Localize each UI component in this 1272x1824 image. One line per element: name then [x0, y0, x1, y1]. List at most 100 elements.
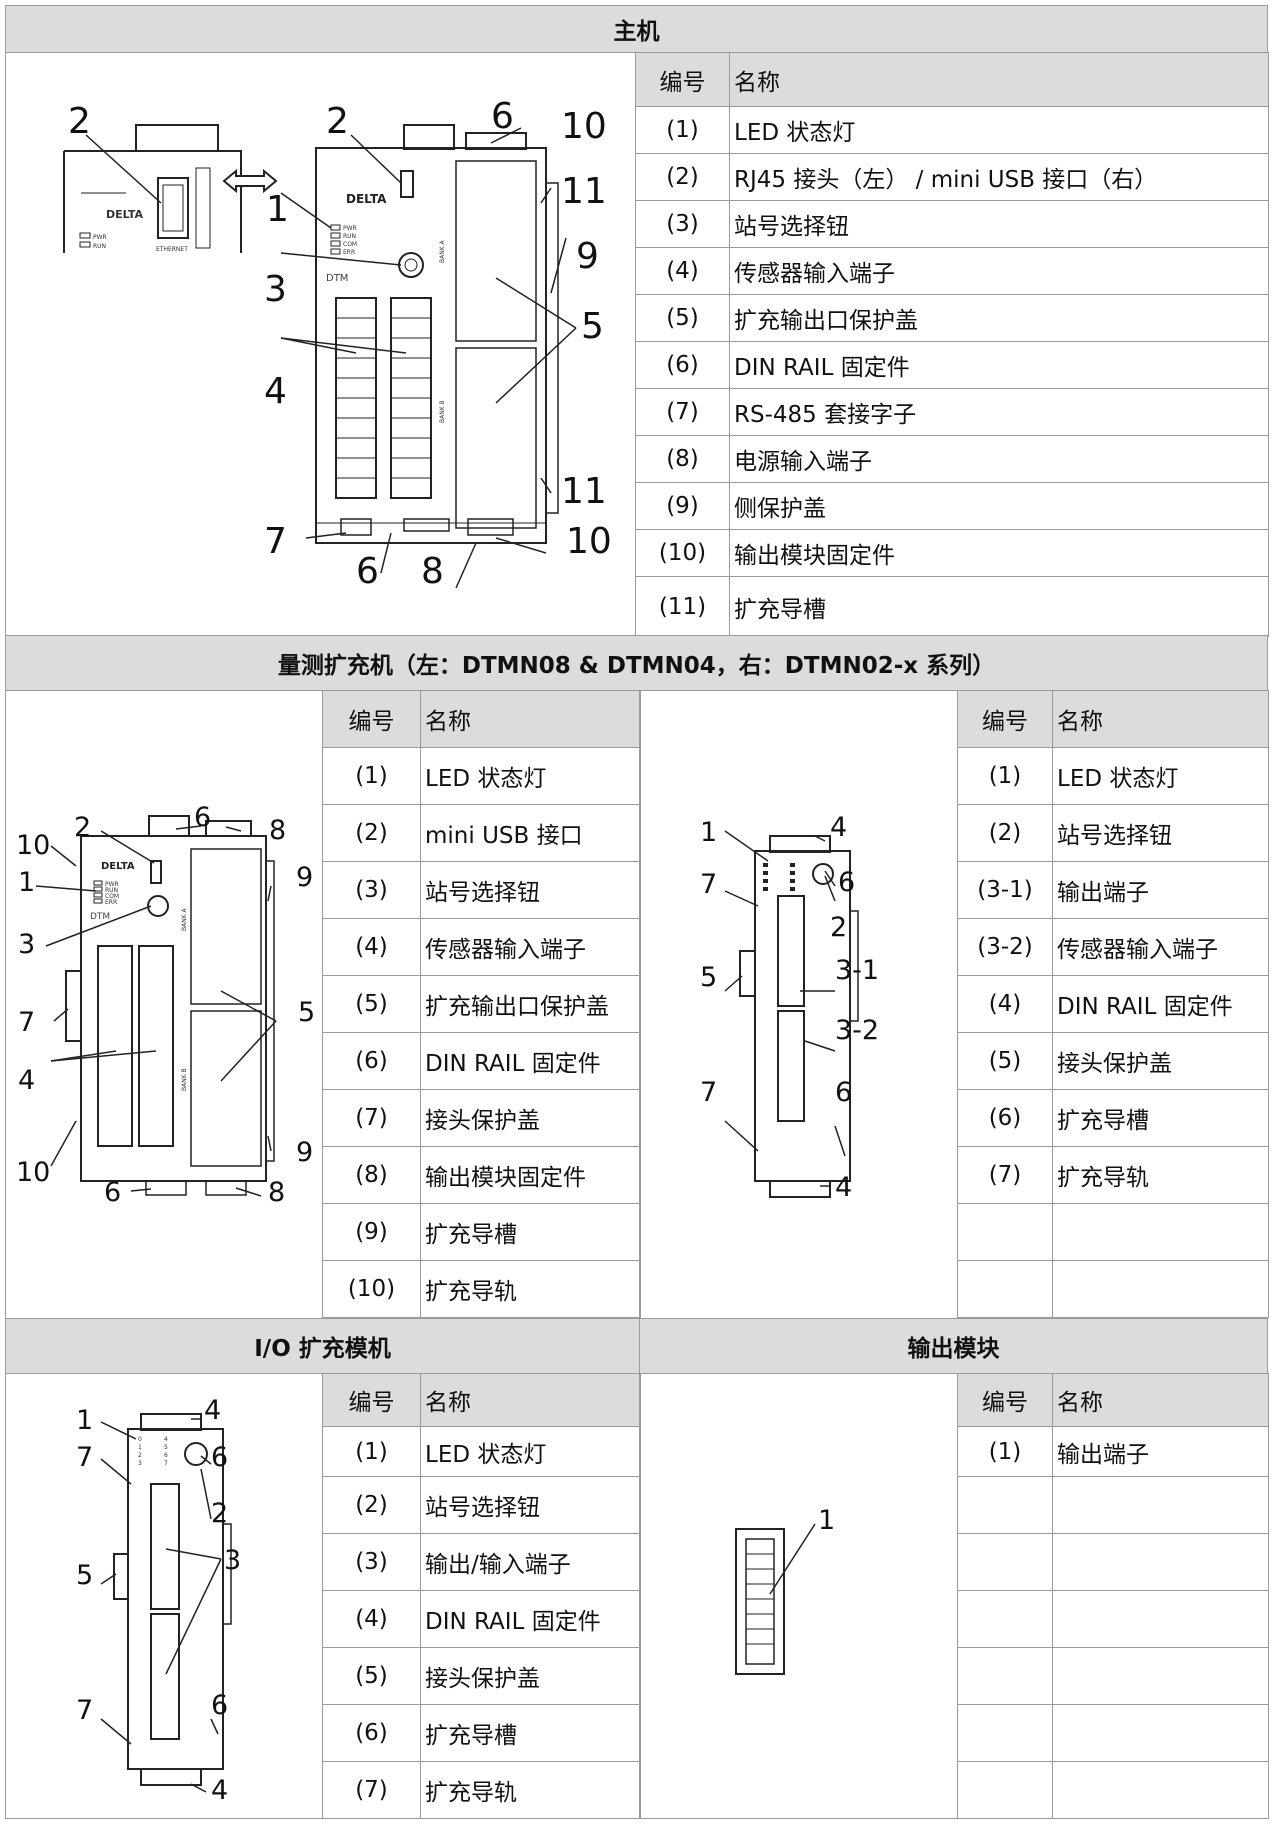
callout-4-top: 4 [204, 1395, 221, 1426]
row-name: LED 状态灯 [420, 747, 641, 805]
measure-left-diagram: PWR RUN COM ERR DELTA DTM BANK A BANK B … [16, 802, 315, 1208]
bank-a-label: BANK A [181, 907, 188, 931]
table-row: (4)传感器输入端子 [322, 918, 641, 976]
led-label-com: COM [105, 893, 119, 900]
callout-7: 7 [264, 521, 287, 562]
table-row: (5)接头保护盖 [322, 1647, 641, 1705]
row-no: (10) [635, 529, 730, 577]
callout-6-bottom: 6 [104, 1177, 121, 1208]
row-name: DIN RAIL 固定件 [1052, 975, 1269, 1033]
output-module-leader [769, 1523, 816, 1595]
table-row: (8)输出模块固定件 [322, 1146, 641, 1204]
row-no: (7) [322, 1089, 421, 1147]
row-name: 传感器输入端子 [420, 918, 641, 976]
led-label-err: ERR [343, 249, 355, 256]
row-name: LED 状态灯 [1052, 747, 1269, 805]
row-no: (6) [322, 1704, 421, 1762]
io-ext-title-text: I/O 扩充模机 [254, 1336, 391, 1362]
delta-logo: DELTA [346, 192, 387, 206]
row-no: (2) [322, 1476, 421, 1534]
row-name: 站号选择钮 [420, 1476, 641, 1534]
measure-right-diagram: 1 4 7 6 2 3-1 5 3-2 7 6 4 [700, 812, 879, 1203]
row-name: 扩充输出口保护盖 [420, 975, 641, 1033]
bank-a-label: BANK A [439, 239, 446, 263]
row-name: 扩充导轨 [1052, 1146, 1269, 1204]
table-row-empty [957, 1761, 1269, 1819]
double-arrow-icon [222, 168, 278, 194]
component-document: 主机 PWR RUN ETHERNET DELTA [5, 5, 1269, 1819]
row-no: (6) [322, 1032, 421, 1090]
callout-3: 3 [264, 269, 287, 310]
callout-5: 5 [581, 306, 604, 347]
table-row: (7)扩充导轨 [322, 1761, 641, 1819]
row-no: (1) [322, 1426, 421, 1477]
row-name: 侧保护盖 [729, 482, 1269, 530]
callout-10-bottom: 10 [566, 521, 612, 562]
row-name: 站号选择钮 [420, 861, 641, 919]
bank-b-label: BANK B [181, 1068, 188, 1091]
header-name: 名称 [420, 690, 641, 748]
small-led-label-run: RUN [93, 243, 106, 250]
table-row: (1)LED 状态灯 [957, 747, 1269, 805]
row-name: 站号选择钮 [729, 200, 1269, 248]
small-led-label-pwr: PWR [93, 234, 107, 241]
row-name: DIN RAIL 固定件 [420, 1032, 641, 1090]
table-row: (6)扩充导槽 [957, 1089, 1269, 1147]
table-row: (2)RJ45 接头（左） / mini USB 接口（右） [635, 153, 1269, 201]
row-name: 传感器输入端子 [1052, 918, 1269, 976]
row-no: (6) [957, 1089, 1053, 1147]
row-name: 扩充导轨 [420, 1761, 641, 1819]
table-header-row: 编号 名称 [635, 52, 1269, 107]
measure-ext-title: 量测扩充机（左：DTMN08 & DTMN04，右：DTMN02-x 系列） [5, 635, 1268, 691]
output-module-slots [746, 1553, 774, 1645]
row-name: 扩充导槽 [729, 576, 1269, 637]
io-ext-leaders [100, 1418, 222, 1793]
led-label-run: RUN [343, 233, 356, 240]
main-unit-front-view [315, 124, 559, 544]
led-label-3: 3 [138, 1460, 142, 1467]
row-name: 接头保护盖 [420, 1647, 641, 1705]
callout-6-top: 6 [491, 96, 514, 137]
led-label-pwr: PWR [343, 225, 357, 232]
callout-1: 1 [266, 189, 289, 230]
table-row: (9)侧保护盖 [635, 482, 1269, 530]
header-name: 名称 [729, 52, 1269, 107]
table-row: (2)mini USB 接口 [322, 804, 641, 862]
row-name: 扩充导槽 [1052, 1089, 1269, 1147]
table-row: (2)站号选择钮 [322, 1476, 641, 1534]
main-leader-lines [85, 127, 577, 589]
led-label-com: COM [343, 241, 357, 248]
callout-6-top: 6 [211, 1442, 228, 1473]
delta-logo: DELTA [101, 861, 135, 872]
header-no: 编号 [322, 690, 421, 748]
callout-7-bottom: 7 [76, 1695, 93, 1726]
led-label-2: 2 [138, 1452, 142, 1459]
callout-8: 8 [421, 551, 444, 592]
callout-3-1: 3-1 [835, 955, 879, 986]
output-module-table: 编号 名称 (1)输出端子 [957, 1373, 1269, 1819]
callout-10-top: 10 [561, 106, 607, 147]
row-no: (4) [322, 918, 421, 976]
callout-10-top: 10 [16, 830, 50, 861]
row-name: 站号选择钮 [1052, 804, 1269, 862]
table-row-empty [957, 1533, 1269, 1591]
measure-left-unit [65, 815, 275, 1196]
table-row: (3)输出/输入端子 [322, 1533, 641, 1591]
row-no: (4) [957, 975, 1053, 1033]
row-name: 输出端子 [1052, 861, 1269, 919]
table-row: (7)RS-485 套接字子 [635, 388, 1269, 436]
output-module-title-text: 输出模块 [907, 1336, 1000, 1362]
row-name: 输出模块固定件 [420, 1146, 641, 1204]
table-row-empty [957, 1203, 1269, 1261]
table-header-row: 编号 名称 [957, 690, 1269, 748]
table-row: (6)DIN RAIL 固定件 [322, 1032, 641, 1090]
row-no: (2) [635, 153, 730, 201]
callout-1: 1 [700, 817, 717, 848]
row-name: DIN RAIL 固定件 [420, 1590, 641, 1648]
measure-left-leaders [35, 825, 277, 1197]
row-no: (7) [322, 1761, 421, 1819]
row-no: (6) [635, 341, 730, 389]
io-ext-unit [113, 1413, 232, 1786]
table-row-empty [957, 1476, 1269, 1534]
row-no: (9) [635, 482, 730, 530]
